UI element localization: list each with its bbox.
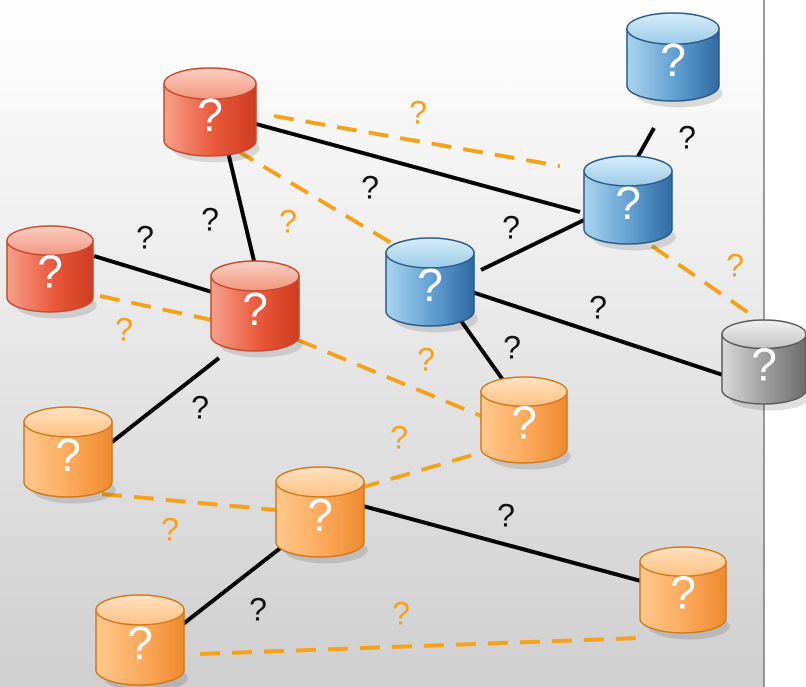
cylinder-top	[163, 67, 257, 101]
cylinder-top	[95, 594, 185, 626]
database-node-n4: ?	[6, 225, 97, 319]
database-node-n10: ?	[275, 466, 368, 564]
cylinder-top	[6, 225, 94, 256]
edge-label-n11-n12: ?	[392, 595, 410, 631]
cylinder-body	[95, 609, 185, 686]
edge-label-n5-n9: ?	[417, 341, 435, 377]
solid-edge-n6-n9	[457, 316, 505, 382]
database-node-n11: ?	[639, 546, 730, 640]
solid-edge-n1-n3	[634, 127, 656, 161]
nodes-layer: ????????????	[6, 12, 806, 687]
edge-label-n6-n9: ?	[503, 329, 521, 365]
edge-label-n4-n5: ?	[136, 219, 154, 255]
node-label-n11: ?	[670, 567, 696, 619]
cylinder-body	[275, 481, 365, 558]
edge-label-n6-n7: ?	[589, 289, 607, 325]
node-label-n2: ?	[197, 89, 223, 141]
edge-label-n10-n11: ?	[249, 591, 267, 627]
node-label-n9: ?	[511, 397, 537, 449]
solid-edge-n2-n3	[255, 122, 581, 214]
edge-label-n2-n3: ?	[409, 94, 427, 130]
node-label-n8: ?	[55, 429, 81, 481]
edge-label-n2-n3: ?	[361, 169, 379, 205]
cylinder-top	[721, 319, 806, 350]
dashed-edge-n8-n10	[101, 492, 277, 512]
cylinder-top	[639, 546, 727, 577]
cylinder-top	[626, 12, 720, 46]
cylinder-body	[626, 27, 720, 102]
solid-edge-n10-n12	[362, 504, 642, 583]
node-label-n10: ?	[307, 489, 333, 541]
dashed-edge-n3-n7	[650, 244, 758, 320]
database-node-n6: ?	[385, 237, 478, 333]
database-node-n8: ?	[23, 406, 116, 504]
node-label-n4: ?	[37, 246, 63, 298]
solid-edge-n4-n5	[93, 254, 213, 294]
edge-label-n1-n3: ?	[678, 119, 696, 155]
solid-edge-n10-n11	[176, 544, 285, 630]
dashed-edge-n2-n6	[234, 148, 410, 255]
cylinder-top	[210, 260, 300, 292]
cylinder-top	[275, 466, 365, 498]
solid-edge-n5-n8	[110, 356, 221, 444]
node-label-n1: ?	[660, 34, 686, 86]
node-label-n3: ?	[615, 177, 641, 229]
cylinder-body	[583, 170, 673, 245]
node-label-n7: ?	[751, 339, 777, 391]
node-label-n5: ?	[242, 283, 268, 335]
dashed-edge-n5-n9	[297, 338, 487, 420]
edge-label-n3-n7: ?	[726, 247, 744, 283]
edge-label-n2-n5: ?	[201, 201, 219, 237]
solid-edge-n6-n7	[471, 290, 727, 378]
edge-label-n10-n12: ?	[497, 497, 515, 533]
cylinder-top	[385, 237, 475, 269]
cylinder-body	[6, 239, 94, 313]
database-node-n12: ?	[95, 594, 188, 687]
edges-layer	[93, 114, 758, 656]
cylinder-body	[163, 82, 257, 157]
cylinder-body	[639, 560, 727, 634]
edge-labels-layer: ??????????????????	[115, 94, 744, 631]
database-node-n5: ?	[210, 260, 303, 358]
cylinder-body	[721, 333, 806, 405]
database-node-n2: ?	[163, 67, 260, 163]
edge-label-n8-n10: ?	[161, 511, 179, 547]
cylinder-body	[480, 390, 568, 464]
diagram-background	[0, 0, 764, 687]
edge-label-n2-n6: ?	[279, 203, 297, 239]
edge-label-n5-n8: ?	[191, 389, 209, 425]
dashed-edge-n10-n9	[359, 452, 477, 490]
cylinder-top	[583, 155, 673, 187]
dashed-edge-n4-n5	[99, 294, 213, 322]
edge-label-n6-n3: ?	[502, 209, 520, 245]
database-node-n7: ?	[721, 319, 806, 411]
database-node-n1: ?	[626, 12, 723, 108]
cylinder-body	[23, 421, 113, 498]
edge-label-n10-n9: ?	[390, 419, 408, 455]
edge-label-n4-n5: ?	[115, 311, 133, 347]
cylinder-top	[480, 376, 568, 407]
node-label-n12: ?	[127, 617, 153, 669]
dashed-edge-n2-n3	[273, 114, 561, 168]
solid-edge-n2-n5	[226, 151, 257, 266]
database-node-n9: ?	[480, 376, 571, 470]
dashed-edge-n11-n12	[199, 636, 641, 656]
cylinder-body	[385, 252, 475, 327]
node-label-n6: ?	[417, 259, 443, 311]
cylinder-body	[210, 275, 300, 352]
database-node-n3: ?	[583, 155, 676, 251]
cylinder-top	[23, 406, 113, 438]
solid-edge-n6-n3	[480, 218, 585, 272]
